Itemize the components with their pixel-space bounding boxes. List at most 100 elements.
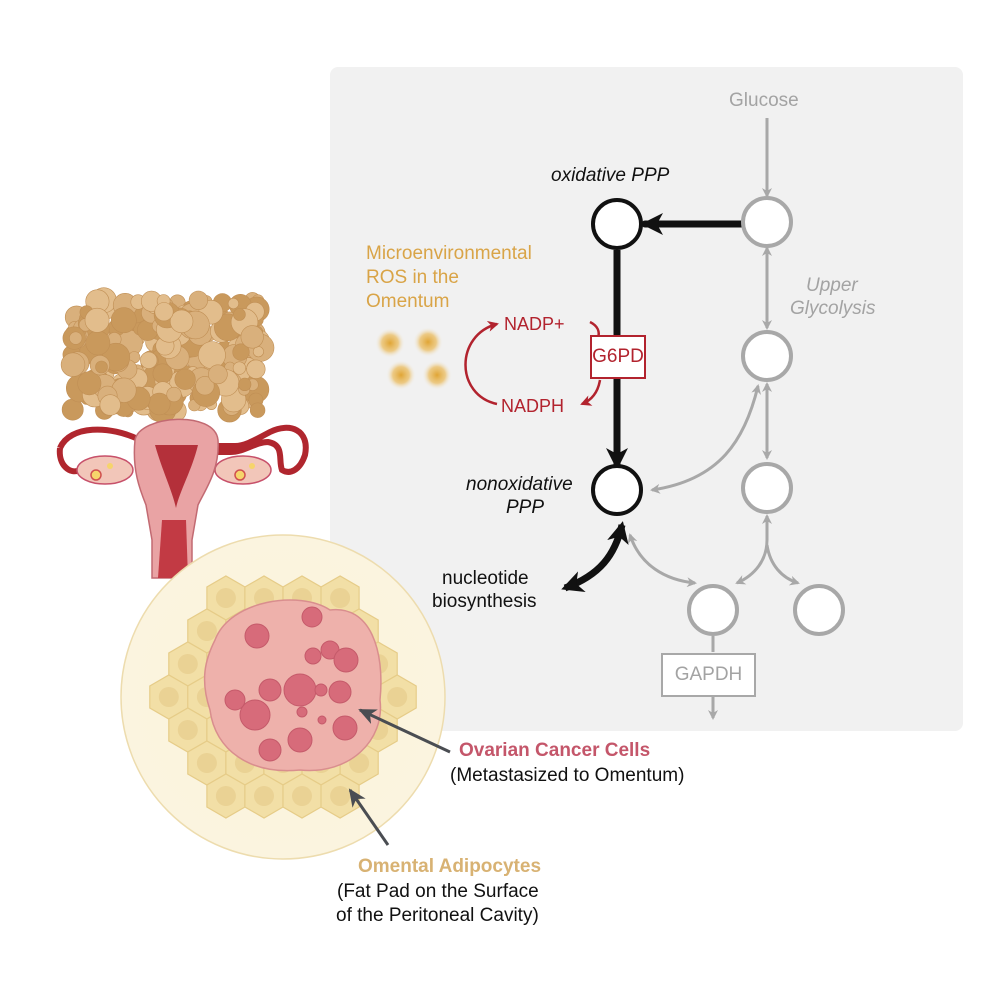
nonox-to-glycolysis-arrow bbox=[650, 384, 761, 494]
uterus-illustration bbox=[56, 418, 309, 579]
fat-globule bbox=[95, 360, 108, 374]
tissue-circle bbox=[120, 534, 446, 860]
adipocyte-nucleus bbox=[330, 588, 351, 608]
fat-globule bbox=[233, 308, 246, 321]
ros-dot bbox=[375, 328, 405, 358]
node-fbp bbox=[741, 462, 793, 514]
adipocyte-nucleus bbox=[292, 786, 312, 806]
adipocyte-nucleus bbox=[196, 621, 217, 641]
cancer-cell-nucleus bbox=[301, 606, 323, 628]
fat-globule bbox=[77, 371, 102, 396]
fat-globule bbox=[85, 330, 111, 356]
nodes bbox=[591, 196, 845, 636]
node-g6p bbox=[741, 196, 793, 248]
node-oxidative-ppp bbox=[591, 198, 643, 250]
nucleotide-arrow bbox=[561, 521, 629, 593]
cancer-cell-nucleus bbox=[283, 673, 317, 707]
fat-globule bbox=[84, 307, 110, 333]
fat-globule bbox=[166, 386, 182, 403]
pathway-panel bbox=[330, 67, 963, 731]
adipocytes-title: Omental Adipocytes bbox=[358, 856, 542, 877]
fat-globule bbox=[152, 363, 173, 384]
ovary-left bbox=[76, 455, 134, 485]
node-nonoxidative-ppp bbox=[591, 464, 643, 516]
cancer-cell-nucleus bbox=[304, 647, 322, 665]
cancer-cell-nucleus bbox=[239, 699, 271, 731]
adipocytes-subtitle-1: (Fat Pad on the Surface bbox=[337, 881, 539, 902]
nadph-label: NADPH bbox=[501, 396, 565, 416]
adipocyte-nucleus bbox=[387, 687, 408, 707]
fat-globule bbox=[154, 302, 174, 322]
adipocyte-nucleus bbox=[196, 753, 217, 773]
cancer-cells-title: Ovarian Cancer Cells bbox=[459, 740, 651, 761]
fat-globule bbox=[110, 307, 137, 334]
fat-globule bbox=[99, 394, 121, 416]
oxidative-ppp-label: oxidative PPP bbox=[551, 165, 670, 186]
cancer-cell-nucleus bbox=[333, 647, 359, 673]
adipocyte-nucleus bbox=[158, 687, 179, 707]
fat-globule bbox=[208, 364, 228, 385]
cancer-cell-nucleus bbox=[317, 715, 327, 725]
omentum-fat-illustration bbox=[60, 287, 275, 424]
ros-label-1: Microenvironmental bbox=[366, 243, 532, 264]
adipocyte-nucleus bbox=[215, 588, 236, 608]
g6pd-enzyme-box: G6PD bbox=[590, 335, 646, 379]
nadp-plus-label: NADP+ bbox=[504, 314, 565, 334]
ros-dot bbox=[413, 327, 443, 357]
fat-globule bbox=[188, 290, 208, 310]
nucleotide-label-2: biosynthesis bbox=[432, 591, 537, 612]
cancer-cell-nucleus bbox=[328, 680, 352, 704]
ros-dot bbox=[386, 360, 416, 390]
glycolysis-edges bbox=[627, 118, 800, 720]
upper-glycolysis-label-1: Upper bbox=[806, 275, 858, 296]
cancer-cell-cluster bbox=[203, 599, 382, 772]
cancer-cell-nucleus bbox=[296, 706, 308, 718]
vagina bbox=[158, 520, 188, 578]
ros-label-3: Omentum bbox=[366, 291, 450, 312]
ros-dots bbox=[375, 327, 452, 390]
cancer-cell-nucleus bbox=[314, 683, 328, 697]
fat-globule bbox=[169, 309, 194, 334]
node-gap bbox=[687, 584, 739, 636]
cancer-cell-nucleus bbox=[258, 738, 282, 762]
fat-globule bbox=[246, 359, 266, 379]
fat-globule bbox=[197, 341, 226, 370]
cancer-cell-nucleus bbox=[287, 727, 313, 753]
adipocyte-nucleus bbox=[254, 786, 274, 806]
fat-globule bbox=[140, 351, 158, 369]
split-left-arrow bbox=[735, 514, 772, 585]
nonoxidative-label-1: nonoxidative bbox=[466, 474, 573, 495]
adipocyte-nucleus bbox=[330, 786, 351, 806]
fat-globule bbox=[227, 297, 239, 310]
uterine-cavity bbox=[155, 445, 198, 508]
split-right-arrow bbox=[765, 544, 800, 586]
nadph-to-nadp-arrow bbox=[464, 320, 499, 406]
adipocyte-nucleus bbox=[215, 786, 236, 806]
gapdh-enzyme-box: GAPDH bbox=[661, 653, 756, 697]
node-dhap bbox=[793, 584, 845, 636]
fat-globule bbox=[60, 352, 86, 377]
nucleotide-label-1: nucleotide bbox=[442, 568, 529, 589]
ppp-edges bbox=[561, 213, 746, 593]
fat-globule bbox=[232, 361, 246, 375]
fat-globule bbox=[249, 402, 266, 418]
nonox-to-gap-arrow bbox=[627, 533, 697, 588]
g6pd-to-nadph-arrow bbox=[580, 379, 602, 406]
cancer-pointer-arrow bbox=[358, 708, 451, 754]
upper-glycolysis-label-2: Glycolysis bbox=[790, 298, 876, 319]
cancer-cell-nucleus bbox=[258, 678, 282, 702]
ros-dot bbox=[422, 360, 452, 390]
fat-globule bbox=[69, 331, 83, 345]
cancer-cell-nucleus bbox=[224, 689, 246, 711]
cancer-cells-subtitle: (Metastasized to Omentum) bbox=[450, 765, 685, 786]
nonoxidative-label-2: PPP bbox=[506, 497, 545, 518]
fat-globule bbox=[240, 325, 264, 349]
adipocytes-subtitle-2: of the Peritoneal Cavity) bbox=[336, 905, 539, 926]
ros-label-2: ROS in the bbox=[366, 267, 459, 288]
glucose-label: Glucose bbox=[729, 90, 799, 111]
fat-globule bbox=[232, 343, 250, 361]
fat-globule bbox=[195, 376, 215, 396]
adipocyte-nucleus bbox=[177, 654, 198, 674]
cancer-cell-nucleus bbox=[332, 715, 358, 741]
